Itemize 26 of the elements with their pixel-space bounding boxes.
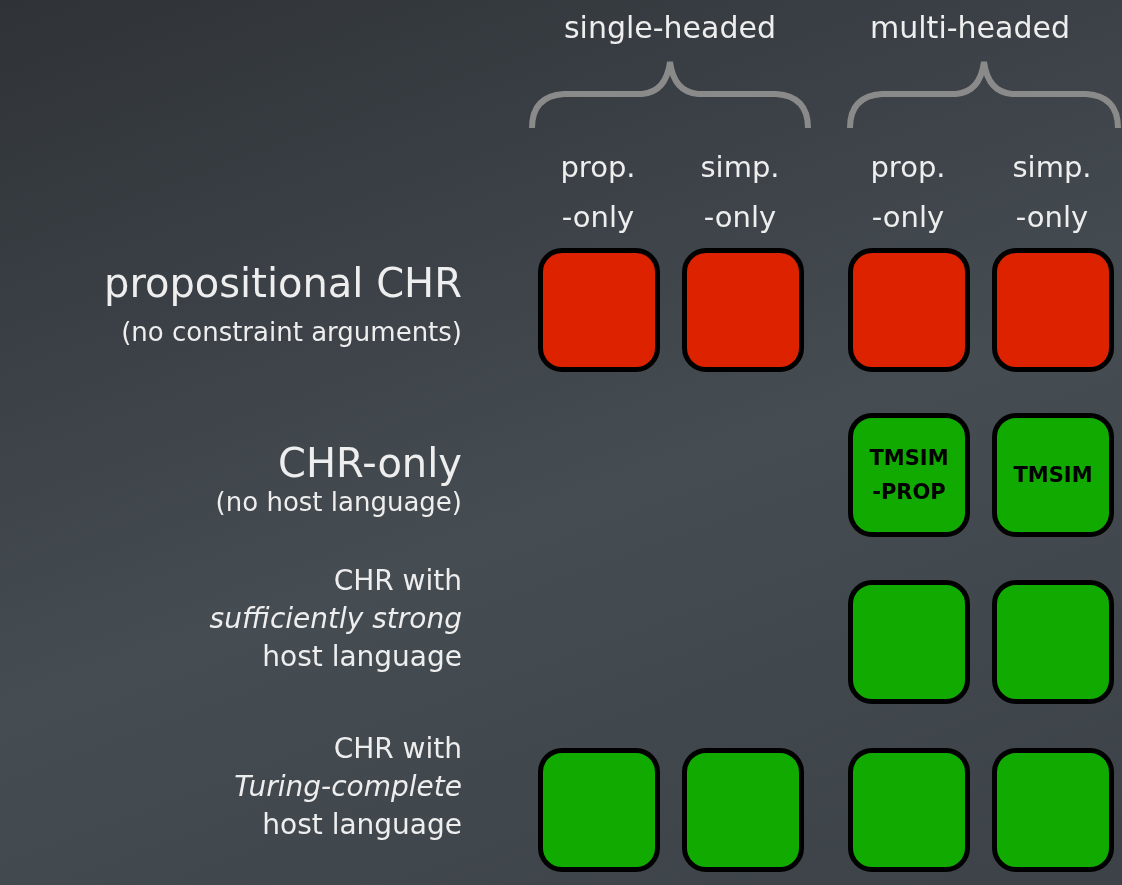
row-note: (no constraint arguments) — [121, 316, 462, 349]
tile-label: TMSIM — [1012, 462, 1094, 489]
row-heading: propositional CHR — [104, 259, 462, 308]
square-tile — [848, 248, 970, 372]
row-heading: CHR with Turing-complete host language — [233, 731, 462, 843]
status-tile — [848, 413, 970, 537]
row-note: (no host language) — [215, 486, 462, 519]
column-heading: prop. -only — [559, 149, 637, 236]
square-tile — [848, 580, 970, 704]
square-tile — [992, 248, 1114, 372]
square-tile — [848, 748, 970, 872]
row-heading: CHR with sufficiently strong host language — [208, 563, 462, 675]
row-heading: CHR-only — [278, 440, 462, 486]
group-heading: multi-headed — [869, 9, 1071, 47]
square-tile — [682, 248, 804, 372]
square-tile — [992, 748, 1114, 872]
square-tile — [538, 248, 660, 372]
square-tile — [538, 748, 660, 872]
group-heading: single-headed — [562, 9, 777, 47]
column-heading: simp. -only — [1011, 149, 1093, 236]
tile-label: TMSIM -PROP — [868, 445, 950, 506]
square-tile — [992, 580, 1114, 704]
status-tile — [992, 413, 1114, 537]
column-heading: simp. -only — [699, 149, 781, 236]
column-heading: prop. -only — [869, 149, 947, 236]
square-tile — [682, 748, 804, 872]
